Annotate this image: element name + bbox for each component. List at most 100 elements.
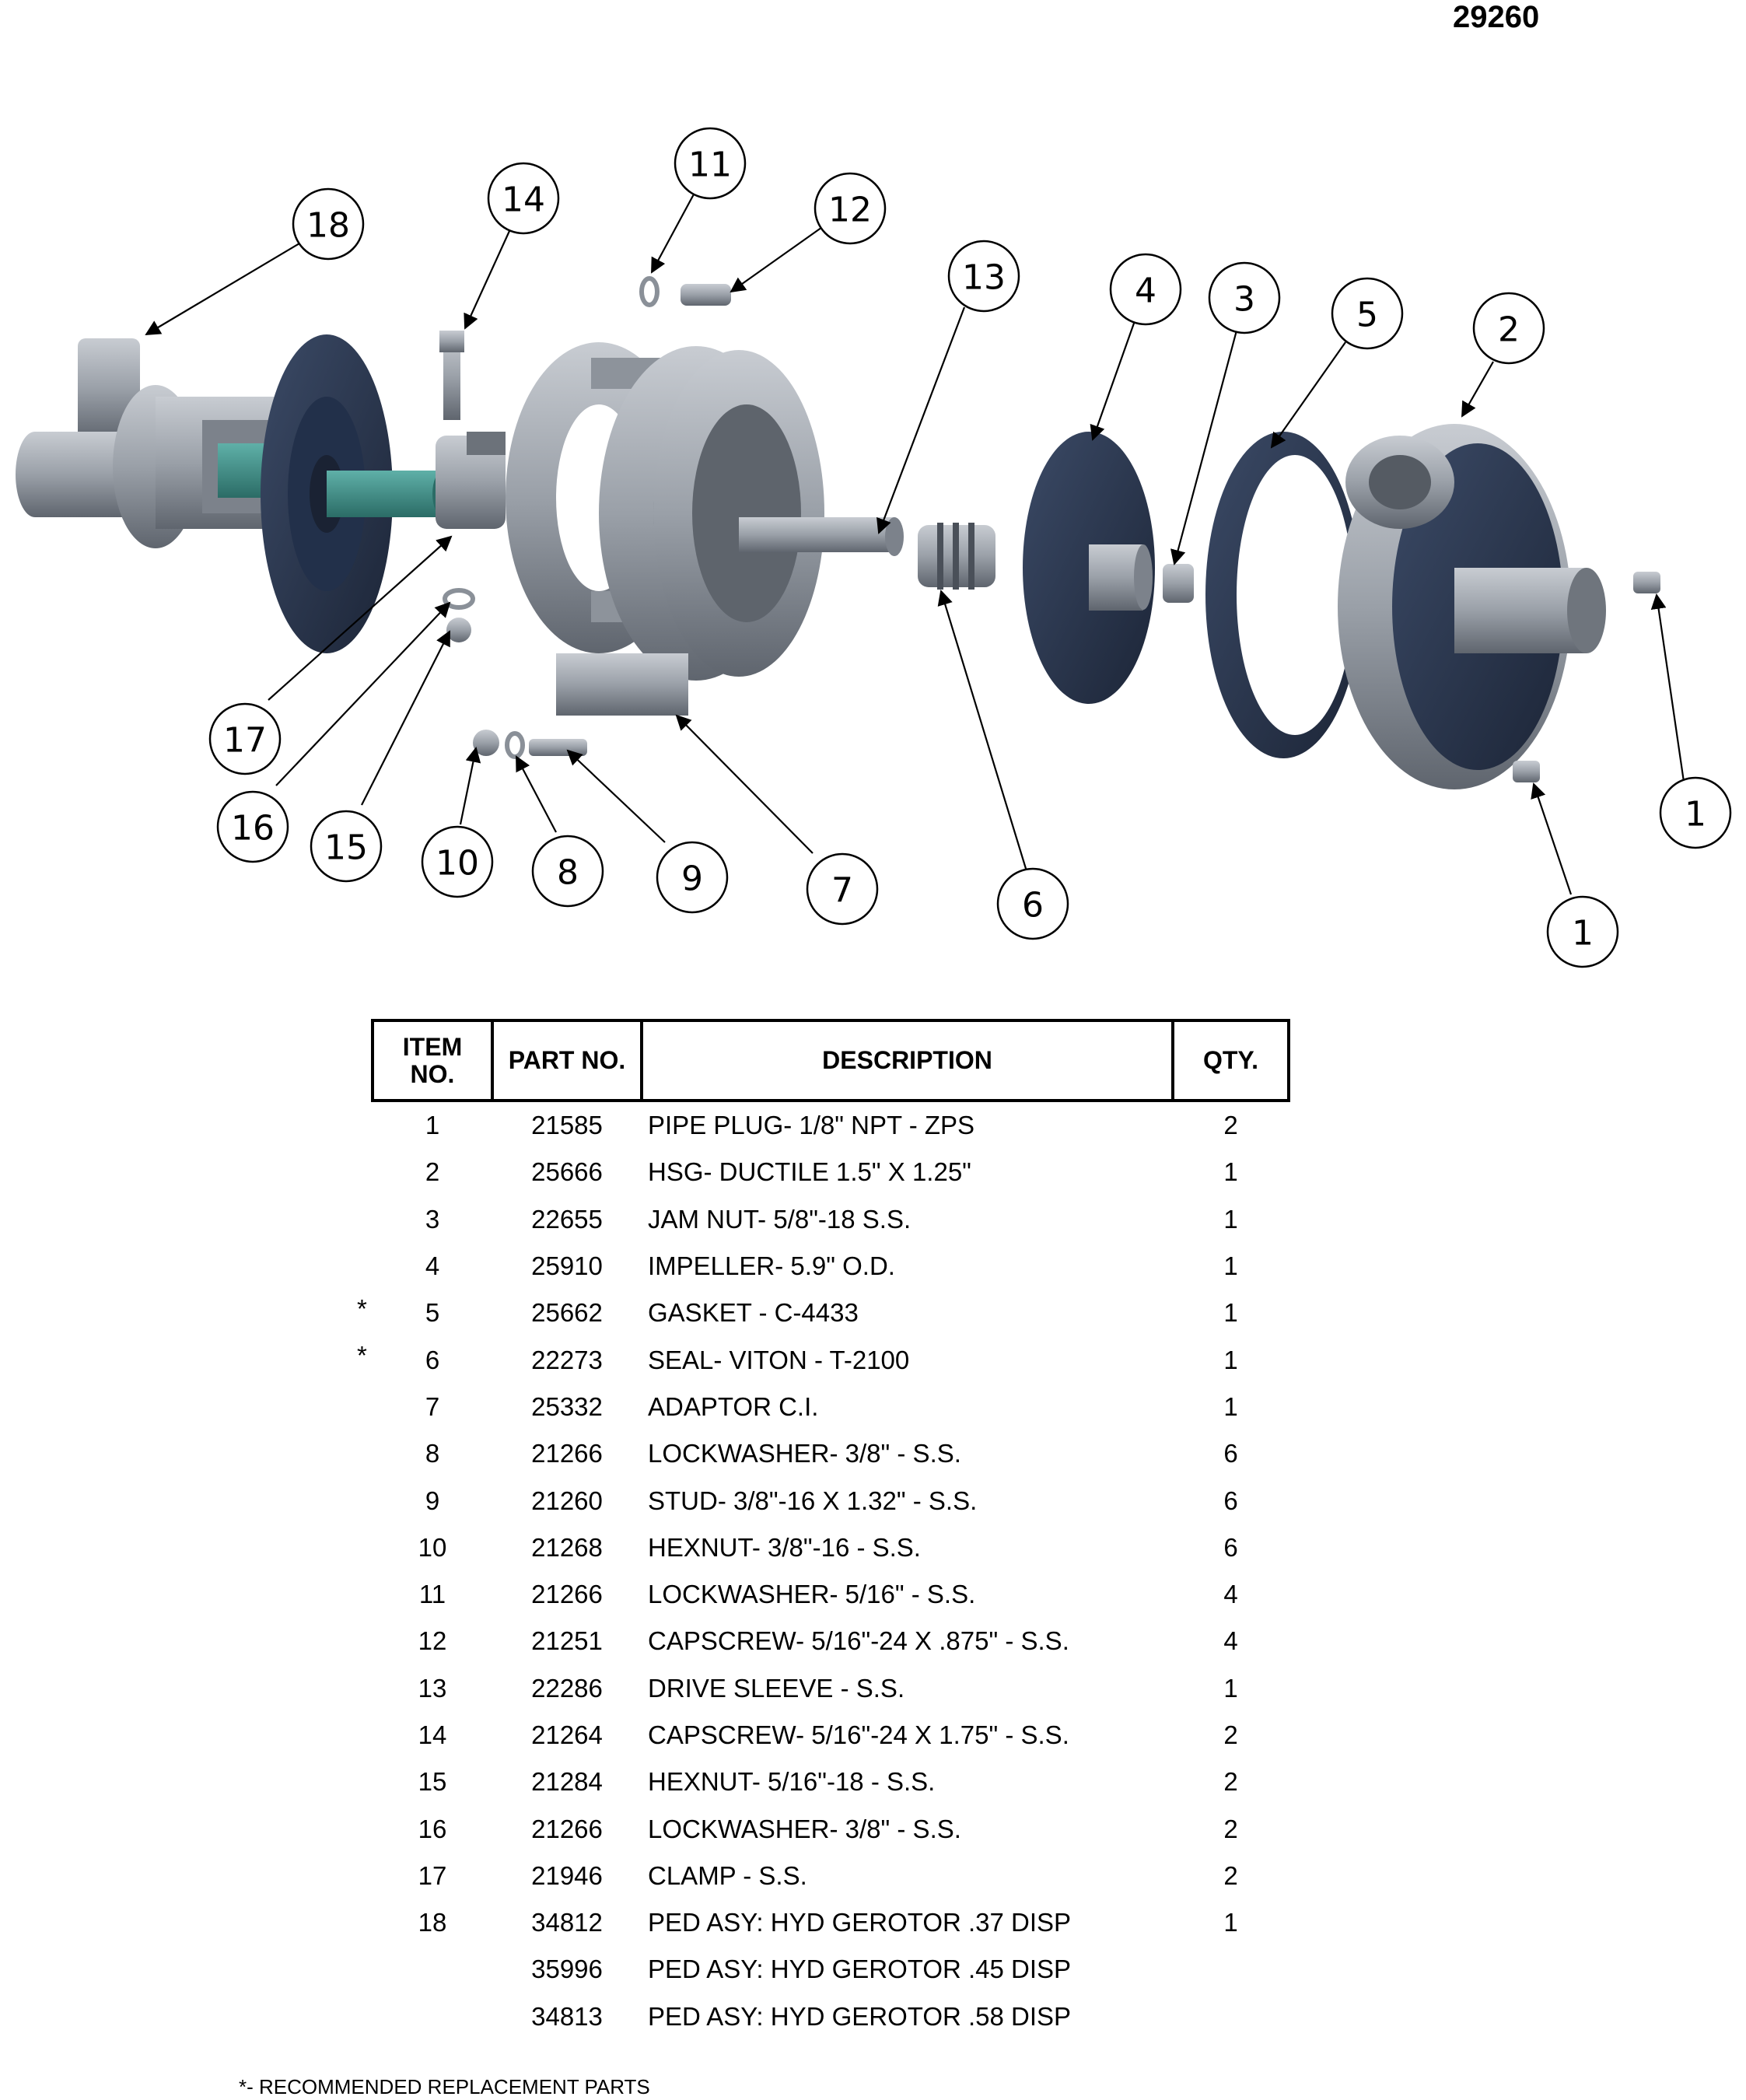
leader-line	[1170, 330, 1238, 565]
part-no-cell: 21585	[531, 1111, 603, 1140]
qty-cell: 2	[1223, 1111, 1238, 1140]
part-no-cell: 21284	[531, 1767, 603, 1797]
description-cell: PED ASY: HYD GEROTOR .37 DISP	[648, 1908, 1072, 1937]
description-cell: SEAL- VITON - T-2100	[648, 1345, 910, 1374]
part-no-cell: 21268	[531, 1532, 603, 1562]
item-no-cell: 8	[373, 1430, 492, 1477]
qty-cell: 1	[1223, 1345, 1238, 1374]
item-no-cell: 3	[373, 1196, 492, 1243]
callout-15: 15	[310, 810, 383, 883]
leader-line	[361, 630, 450, 806]
callout-4: 4	[1109, 253, 1182, 326]
pipe-plug-part	[1513, 761, 1540, 782]
item-no-cell	[373, 1946, 492, 1993]
part-no-cell: 34812	[531, 1908, 603, 1937]
callout-3: 3	[1208, 261, 1281, 334]
callout-7: 7	[806, 852, 879, 926]
item-no-text: 1	[425, 1111, 440, 1140]
qty-cell: 2	[1223, 1814, 1238, 1843]
callout-5: 5	[1331, 277, 1404, 350]
qty-cell: 1	[1223, 1391, 1238, 1421]
qty-cell	[1173, 1993, 1289, 2040]
svg-text:4: 4	[1135, 271, 1156, 311]
item-no-text: 13	[418, 1673, 447, 1703]
svg-text:14: 14	[502, 180, 545, 220]
item-no-cell: 13	[373, 1665, 492, 1712]
item-no-text: 11	[418, 1580, 446, 1609]
callout-10: 10	[421, 825, 494, 898]
callout-9: 9	[656, 841, 729, 914]
leader-line	[464, 230, 511, 330]
jam-nut-part	[1163, 564, 1194, 603]
leader-line	[566, 749, 666, 843]
description-cell: LOCKWASHER- 3/8" - S.S.	[648, 1439, 961, 1468]
leader-line	[1090, 318, 1137, 441]
item-no-text: 15	[418, 1767, 447, 1797]
lockwasher-11-part	[639, 276, 660, 307]
part-no-cell: 21266	[531, 1580, 603, 1609]
document-number: 29260	[1453, 0, 1540, 34]
item-no-text: 9	[425, 1486, 440, 1515]
description-cell: DRIVE SLEEVE - S.S.	[648, 1673, 905, 1703]
svg-text:1: 1	[1572, 914, 1594, 954]
item-no-text: 4	[425, 1251, 440, 1281]
item-no-text: 2	[425, 1157, 440, 1187]
part-no-cell: 21251	[531, 1626, 603, 1656]
item-no-cell: 1	[373, 1101, 492, 1149]
svg-text:10: 10	[436, 844, 479, 884]
capscrew-12-part	[681, 284, 731, 306]
callout-1: 1	[1546, 895, 1619, 968]
item-no-cell	[373, 1993, 492, 2040]
description-cell: GASKET - C-4433	[648, 1298, 859, 1328]
part-no-cell: 21264	[531, 1720, 603, 1749]
impeller-part	[1023, 432, 1155, 704]
svg-text:18: 18	[306, 206, 350, 246]
leader-line	[675, 714, 814, 854]
qty-cell	[1173, 1946, 1289, 1993]
svg-text:13: 13	[962, 258, 1006, 298]
pedestal-assembly-part	[16, 334, 454, 653]
svg-text:9: 9	[681, 859, 703, 899]
svg-text:2: 2	[1498, 310, 1520, 350]
item-no-text: 18	[418, 1908, 447, 1937]
svg-text:11: 11	[688, 145, 732, 185]
leader-line	[651, 192, 695, 274]
leader-line	[937, 590, 1028, 872]
callout-13: 13	[947, 240, 1020, 313]
hexnut-10-part	[473, 730, 499, 756]
pipe-plug-part	[1633, 572, 1660, 593]
callout-14: 14	[487, 162, 560, 235]
adaptor-part	[506, 342, 824, 716]
svg-text:15: 15	[324, 828, 368, 868]
description-cell: PED ASY: HYD GEROTOR .45 DISP	[648, 1955, 1072, 1984]
housing-part	[1338, 424, 1606, 789]
recommended-mark: *	[357, 1341, 367, 1370]
part-no-cell: 25666	[531, 1157, 603, 1187]
qty-cell: 1	[1223, 1251, 1238, 1281]
leader-line	[1650, 593, 1685, 782]
callout-11: 11	[674, 127, 747, 200]
callout-1: 1	[1659, 776, 1732, 849]
stud-9-part	[529, 739, 587, 756]
callout-6: 6	[996, 867, 1069, 940]
part-no-cell: 22286	[531, 1673, 603, 1703]
leader-line	[876, 306, 966, 534]
part-no-cell: 22655	[531, 1204, 603, 1234]
item-no-cell: 14	[373, 1712, 492, 1759]
lockwasher-16-part	[443, 588, 475, 610]
leader-line	[145, 243, 300, 336]
qty-cell: 4	[1223, 1580, 1238, 1609]
description-cell: HEXNUT- 5/16"-18 - S.S.	[648, 1767, 936, 1797]
item-no-text: 16	[418, 1814, 447, 1843]
qty-cell: 2	[1223, 1767, 1238, 1797]
qty-cell: 1	[1223, 1204, 1238, 1234]
